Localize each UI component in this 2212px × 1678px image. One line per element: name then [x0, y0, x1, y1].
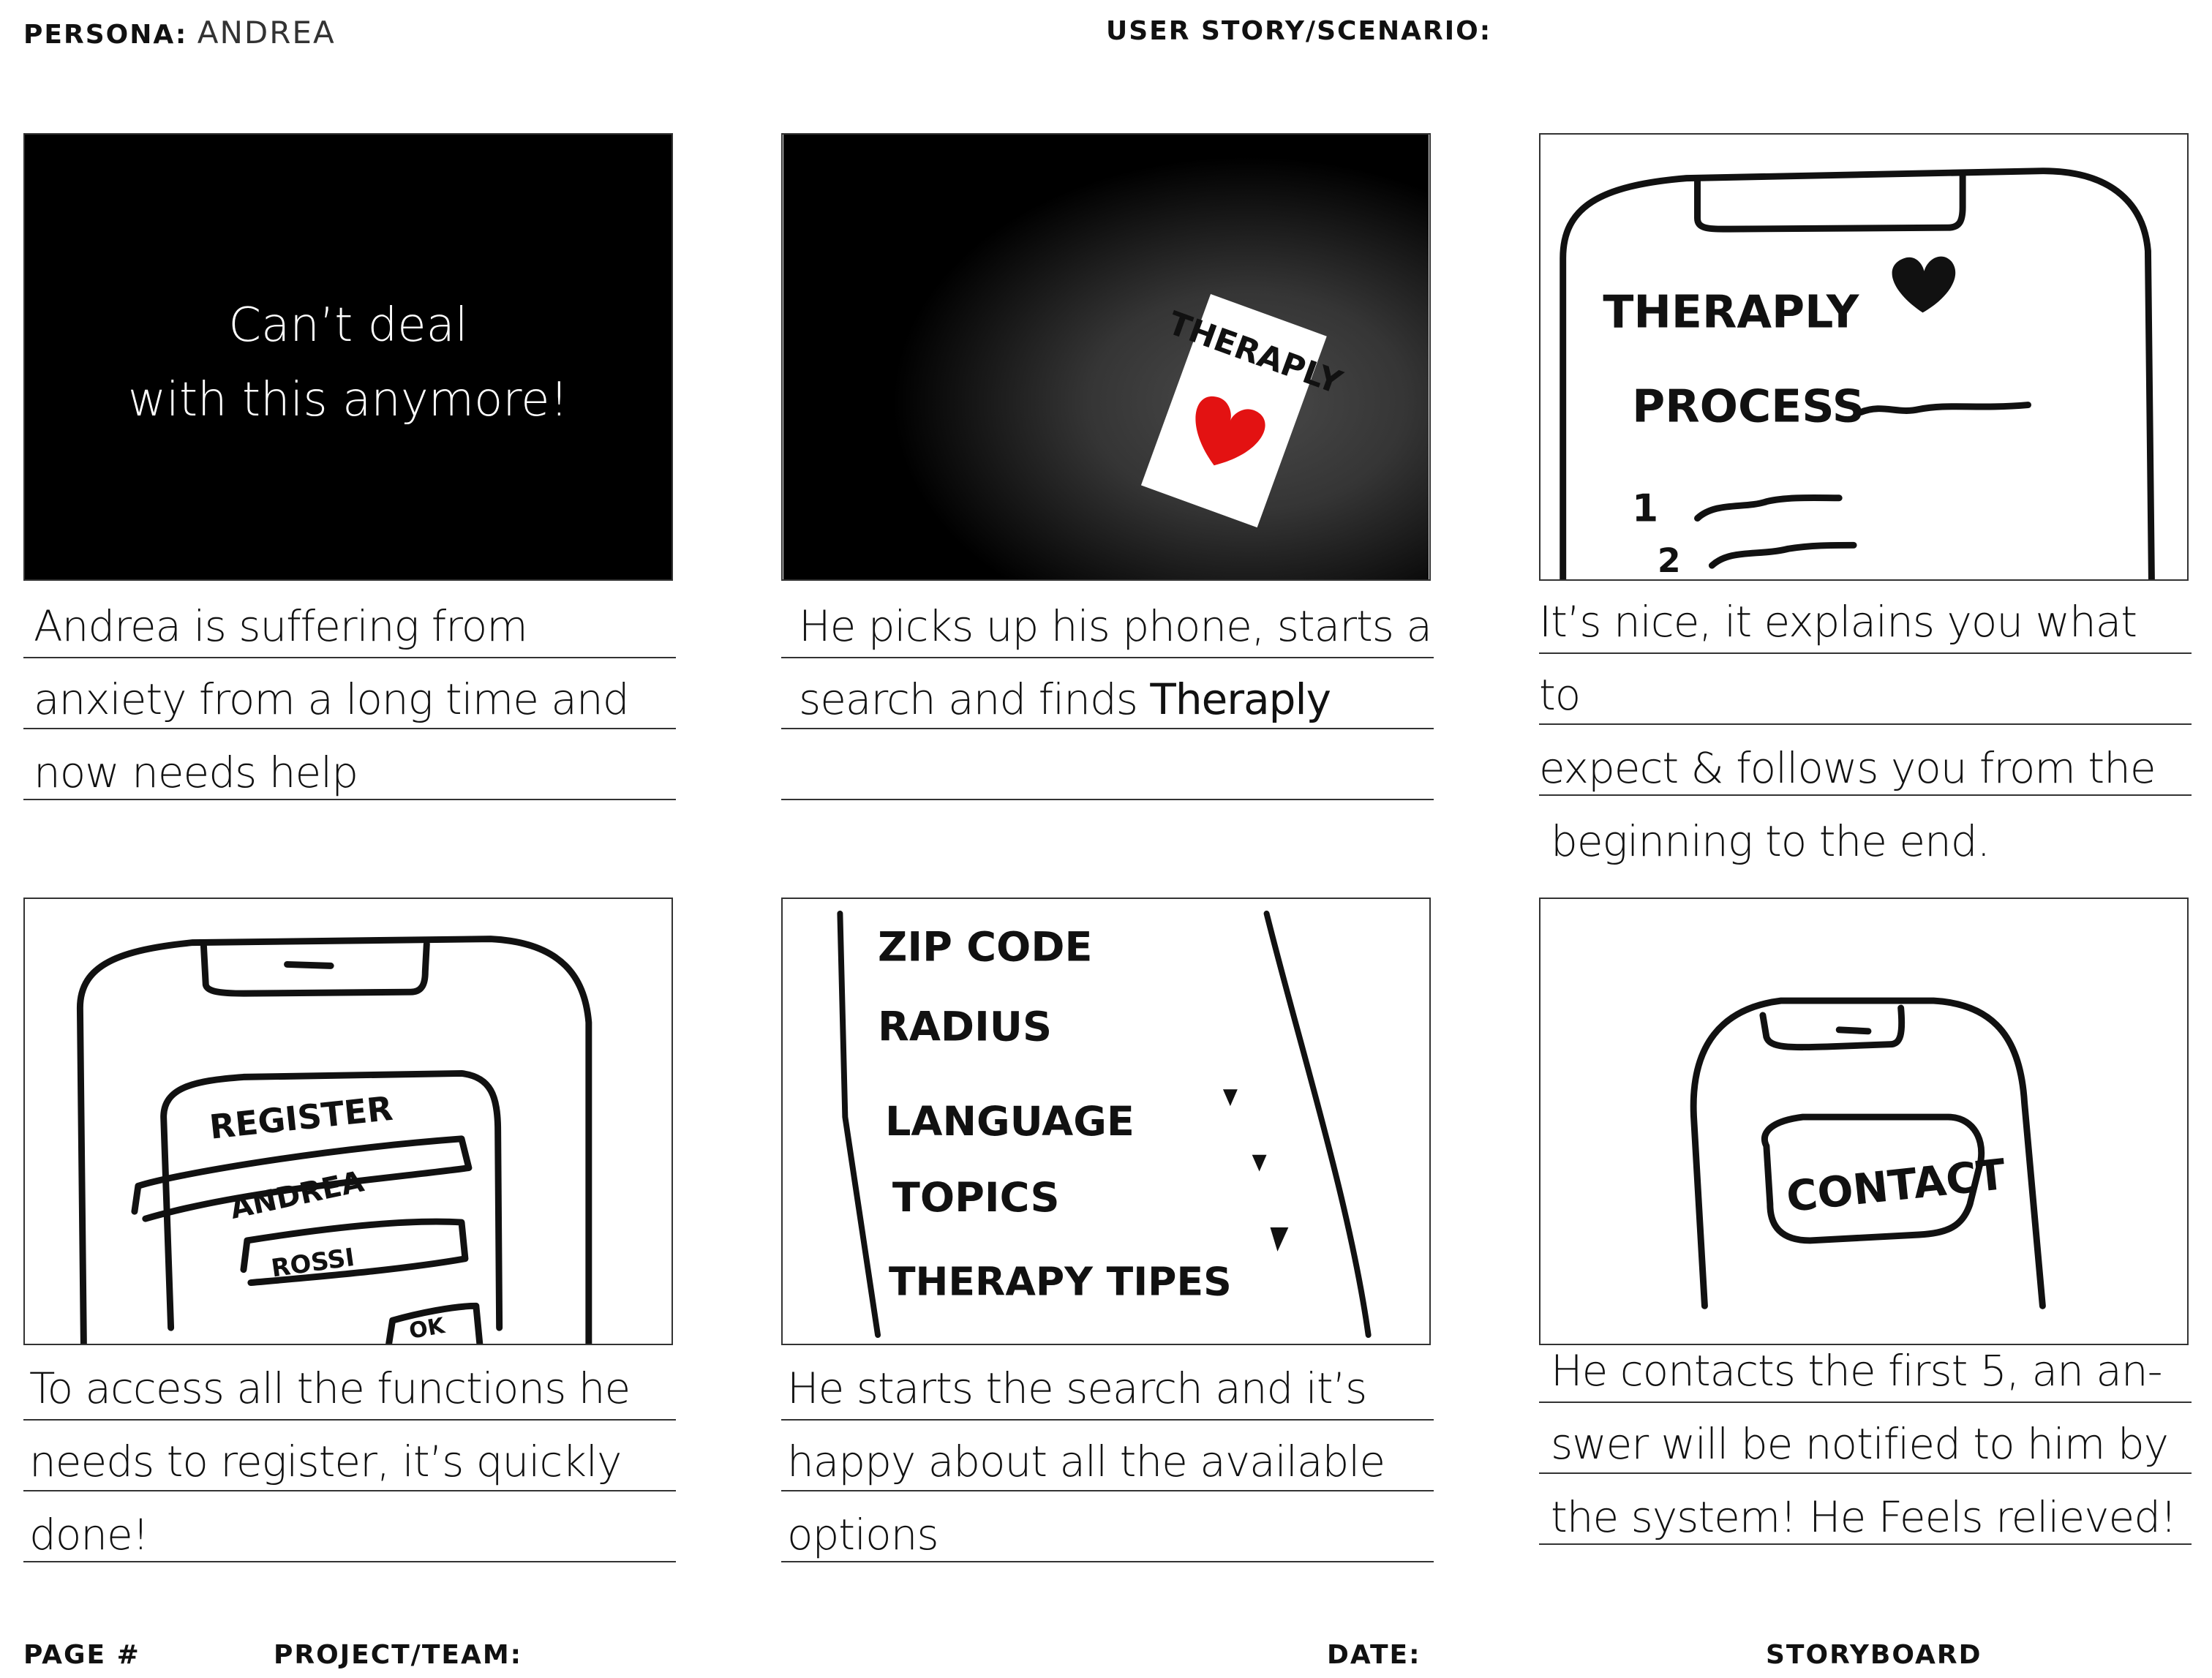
phone-left-edge	[837, 910, 881, 1339]
phone-glow-illustration: THERAPLY	[783, 135, 1429, 579]
panel-2: THERAPLY	[781, 133, 1431, 581]
phone-outline	[76, 936, 592, 1344]
filter-language: LANGUAGE	[885, 1098, 1135, 1145]
surname-field	[240, 1218, 469, 1287]
scenario-label: USER STORY/SCENARIO:	[1106, 16, 1492, 46]
panel-2-caption-line-2: search and finds Theraply	[799, 663, 1442, 736]
panel-5-caption-line-1: He starts the search and it’s	[787, 1363, 1367, 1413]
sketch-label-name: ANDREA	[227, 1165, 367, 1226]
heart-icon	[1892, 256, 1956, 313]
persona-header: PERSONA: ANDREA	[23, 15, 336, 50]
back-arrow-icon	[284, 960, 334, 969]
phone-notch	[200, 941, 430, 997]
contact-button-label: CONTACT	[1784, 1150, 2008, 1222]
panel-5-caption-line-3: options	[787, 1510, 939, 1560]
sketch-label-theraply: THERAPLY	[1603, 285, 1859, 338]
panel-3: THERAPLY PROCESS 1 2	[1539, 133, 2189, 581]
panel-5: ZIP CODE RADIUS LANGUAGE TOPICS THERAPY …	[781, 898, 1431, 1345]
panel-1-caption-line-3: now needs help	[34, 748, 358, 797]
panel-1-caption-line-2: anxiety from a long time and	[34, 674, 630, 724]
sketch-label-step-1: 1	[1632, 487, 1658, 531]
back-arrow-icon	[1835, 1026, 1872, 1035]
contact-button	[1761, 1113, 1985, 1244]
panel-2-caption-line-1: He picks up his phone, starts a	[799, 601, 1432, 651]
heart-icon	[1195, 396, 1265, 466]
panel-2-caption-line-2-text: search and finds	[799, 674, 1138, 724]
dropdown-arrow-icon	[1252, 1154, 1267, 1172]
filter-topics: TOPICS	[892, 1174, 1060, 1222]
date-label: DATE:	[1327, 1640, 1421, 1670]
panel-4-caption-line-1: To access all the functions he	[29, 1363, 631, 1413]
step-2-line	[1708, 541, 1857, 569]
sketch-label-process: PROCESS	[1632, 380, 1865, 432]
register-screen-sketch: REGISTER ANDREA ROSSI OK	[76, 936, 592, 1344]
contact-screen-sketch: CONTACT	[1690, 997, 2046, 1309]
phone-outline	[1690, 997, 2046, 1309]
filter-therapy-types: THERAPY TIPES	[889, 1258, 1232, 1304]
panel-1-scene-line-2: with this anymore!	[127, 373, 569, 427]
process-line	[1857, 402, 2031, 415]
page-number-label: PAGE #	[23, 1640, 140, 1670]
phone-notch	[1759, 1004, 1906, 1051]
sketch-label-register: REGISTER	[208, 1089, 395, 1147]
name-field	[131, 1135, 473, 1222]
persona-value: ANDREA	[197, 15, 336, 50]
phone-outline	[1560, 168, 2155, 579]
phone-notch	[1694, 171, 1966, 233]
dropdown-arrow-icon	[1222, 1089, 1238, 1107]
project-team-label: PROJECT/TEAM:	[274, 1640, 523, 1670]
panel-3-caption-line-3: beginning to the end.	[1551, 816, 1990, 866]
panel-1-caption-line-1: Andrea is suffering from	[34, 601, 528, 651]
panel-4: REGISTER ANDREA ROSSI OK	[23, 898, 673, 1345]
panel-6: CONTACT	[1539, 898, 2189, 1345]
process-screen-sketch: THERAPLY PROCESS 1 2	[1560, 168, 2155, 579]
panel-4-caption-line-2: needs to register, it’s quickly	[29, 1437, 622, 1486]
panel-6-caption-line-3: the system! He Feels relieved!	[1551, 1492, 2177, 1542]
panel-3-caption-line-2: expect & follows you from the	[1539, 743, 2156, 793]
dropdown-arrow-icon	[1270, 1227, 1289, 1252]
panel-1-scene-line-1: Can’t deal	[228, 298, 468, 353]
storyboard-label: STORYBOARD	[1766, 1640, 1982, 1670]
phone-right-edge	[1263, 910, 1372, 1339]
persona-label: PERSONA:	[23, 20, 188, 50]
ok-button-label: OK	[407, 1313, 448, 1344]
panel-3-caption-line-1: It’s nice, it explains you what to	[1539, 597, 2137, 720]
panel-5-caption-line-2: happy about all the available	[787, 1437, 1385, 1486]
ok-button	[385, 1302, 484, 1344]
filter-radius: RADIUS	[878, 1004, 1052, 1051]
panel-6-caption-line-1: He contacts the first 5, an an-	[1551, 1346, 2163, 1396]
panel-1-scene-text: Can’t deal with this anymore!	[25, 288, 672, 437]
filter-zip-code: ZIP CODE	[878, 923, 1092, 971]
scenario-header: USER STORY/SCENARIO:	[1106, 16, 1491, 46]
register-form-box	[160, 1069, 503, 1331]
panel-1: Can’t deal with this anymore!	[23, 133, 673, 581]
panel-4-caption-line-3: done!	[29, 1510, 149, 1560]
panel-6-caption-line-2: swer will be notified to him by	[1551, 1419, 2169, 1469]
sketch-label-step-2: 2	[1658, 541, 1681, 579]
search-filters-sketch: ZIP CODE RADIUS LANGUAGE TOPICS THERAPY …	[837, 910, 1372, 1339]
step-1-line	[1694, 494, 1843, 522]
panel-2-caption-brand: Theraply	[1150, 674, 1331, 724]
